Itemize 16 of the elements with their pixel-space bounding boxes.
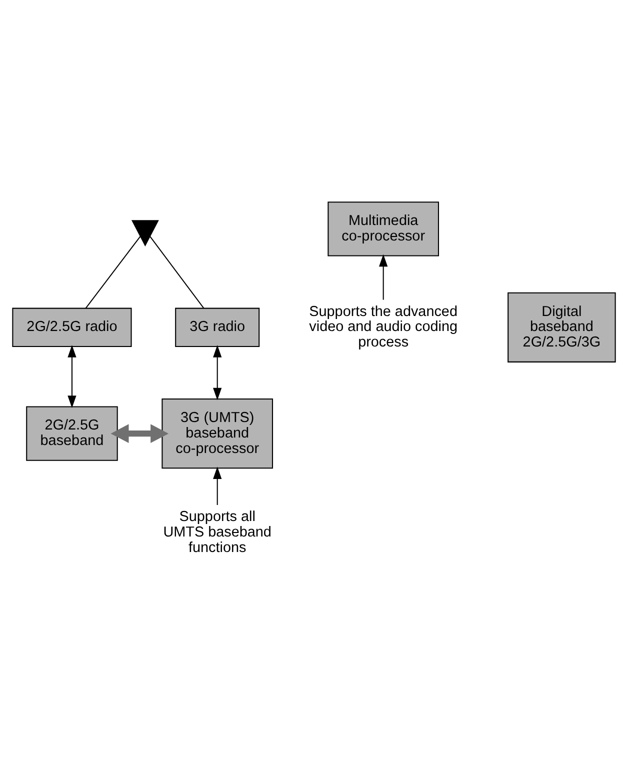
- node-box: Digital baseband 2G/2.5G/3G: [508, 292, 616, 362]
- connector: [85, 236, 141, 309]
- arrow: [68, 345, 76, 408]
- node-box: 3G radio: [175, 308, 260, 347]
- arrow: [379, 254, 388, 300]
- node-box: 2G/2.5G radio: [12, 308, 132, 347]
- connector: [150, 236, 204, 308]
- arrow: [110, 424, 169, 444]
- node-box: 3G (UMTS) baseband co-processor: [162, 398, 274, 469]
- node-picture: [131, 220, 159, 247]
- node-box: Multimedia co-processor: [328, 202, 439, 256]
- node-text: Supports all UMTS baseband functions: [163, 508, 272, 556]
- arrow: [213, 345, 222, 400]
- arrow: [213, 466, 222, 505]
- node-text: Supports the advanced video and audio coding process: [309, 304, 458, 351]
- node-box: 2G/2.5G baseband: [26, 406, 118, 461]
